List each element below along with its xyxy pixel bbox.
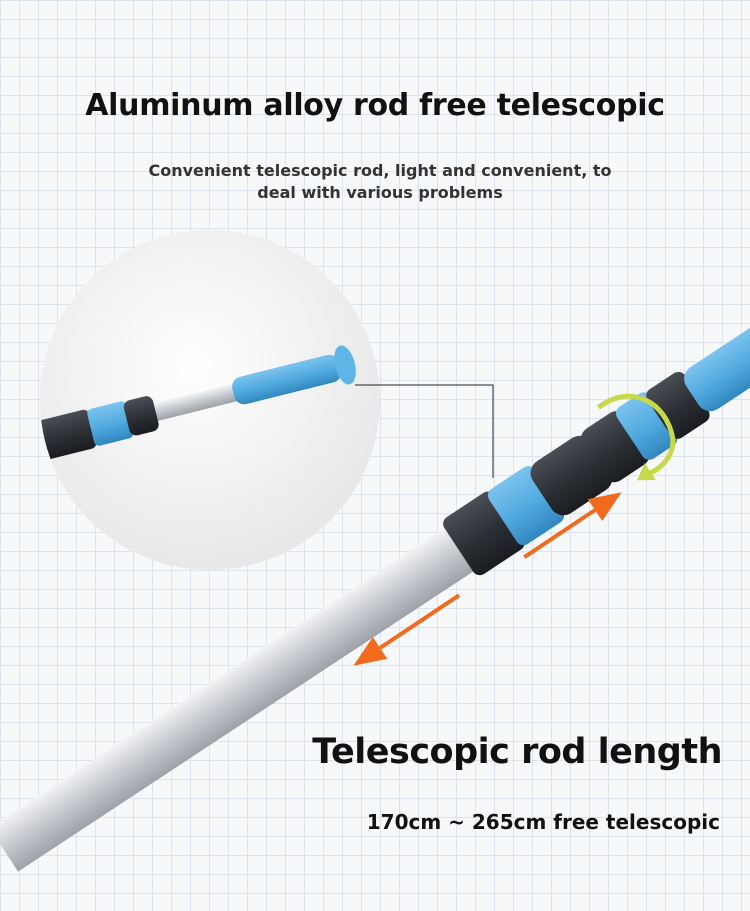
rotate-arrowhead-icon [636,463,656,481]
zoom-detail-circle [40,230,380,570]
rod-aluminum-tube [0,519,486,872]
telescopic-rod [0,305,750,872]
rod-blue-grip [684,305,750,412]
subtitle-line-1: Convenient telescopic rod, light and con… [148,161,612,180]
rotate-arrow-icon [596,393,676,478]
extend-arrow-icon [523,492,622,559]
callout-line [355,384,494,478]
page-subtitle: Convenient telescopic rod, light and con… [130,160,630,204]
length-spec: 170cm ~ 265cm free telescopic [366,810,720,834]
length-heading: Telescopic rod length [312,732,722,772]
page-title: Aluminum alloy rod free telescopic [85,88,665,123]
rod-blue-band-2 [615,392,678,460]
retract-arrow-icon [353,593,461,666]
subtitle-line-2: deal with various problems [257,183,503,202]
